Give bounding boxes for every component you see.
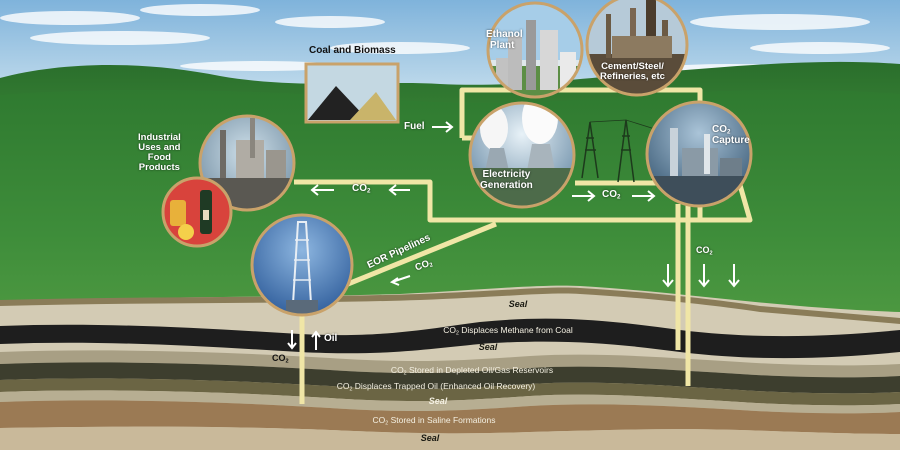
eor-drilling-rig-image [250,213,354,317]
well-down-arrow [287,330,297,350]
seal-label-top: Seal [508,299,528,309]
down-co2-label: CO2 [696,245,713,257]
methane-stratum-label: CO2 Displaces Methane from Coal [443,325,573,337]
oil-up-arrow [311,330,321,350]
down-arrow-2 [698,264,710,288]
coal-biomass-label: Coal and Biomass [309,45,396,56]
co2-capture-label: CO2 Capture [712,124,750,146]
eor-co2-arrow [389,275,411,286]
co2-left-label: CO2 [352,183,371,195]
ethanol-plant-image [486,1,584,99]
industrial-uses-label: Industrial Uses and Food Products [138,132,181,173]
clouds [0,4,890,76]
flow-arrows [287,121,740,350]
saline-formation-label: CO2 Stored in Saline Formations [372,415,496,427]
co2-right-arrow-2 [632,190,656,202]
fuel-label: Fuel [404,121,425,132]
down-arrow-1 [662,264,674,288]
well-co2-label: CO2 [272,353,289,365]
electricity-generation-image [468,101,576,209]
food-products-image [161,176,233,248]
co2-left-arrow-1 [310,184,334,196]
fuel-arrow [432,121,454,133]
enhanced-oil-recovery-label: CO2 Displaces Trapped Oil (Enhanced Oil … [336,381,536,393]
ethanol-plant-label: Ethanol Plant [486,29,523,51]
seal-label-bottom: Seal [420,433,440,443]
cement-refinery-label: Cement/Steel/ Refineries, etc [600,61,665,82]
pipelines [294,87,753,404]
seal-label-2: Seal [478,342,498,352]
co2-right-label: CO2 [602,189,621,201]
depleted-reservoir-label: CO2 Stored in Depleted Oil/Gas Reservoir… [390,365,554,377]
co2-right-arrow-1 [572,190,596,202]
down-arrow-3 [728,264,740,288]
co2-left-arrow-2 [388,184,410,196]
industrial-uses-image [198,114,296,212]
electricity-generation-label: Electricity Generation [480,169,533,191]
seal-label-3: Seal [428,396,448,406]
coal-biomass-image [304,62,400,124]
oil-label: Oil [324,333,338,344]
underground-strata [0,285,900,450]
